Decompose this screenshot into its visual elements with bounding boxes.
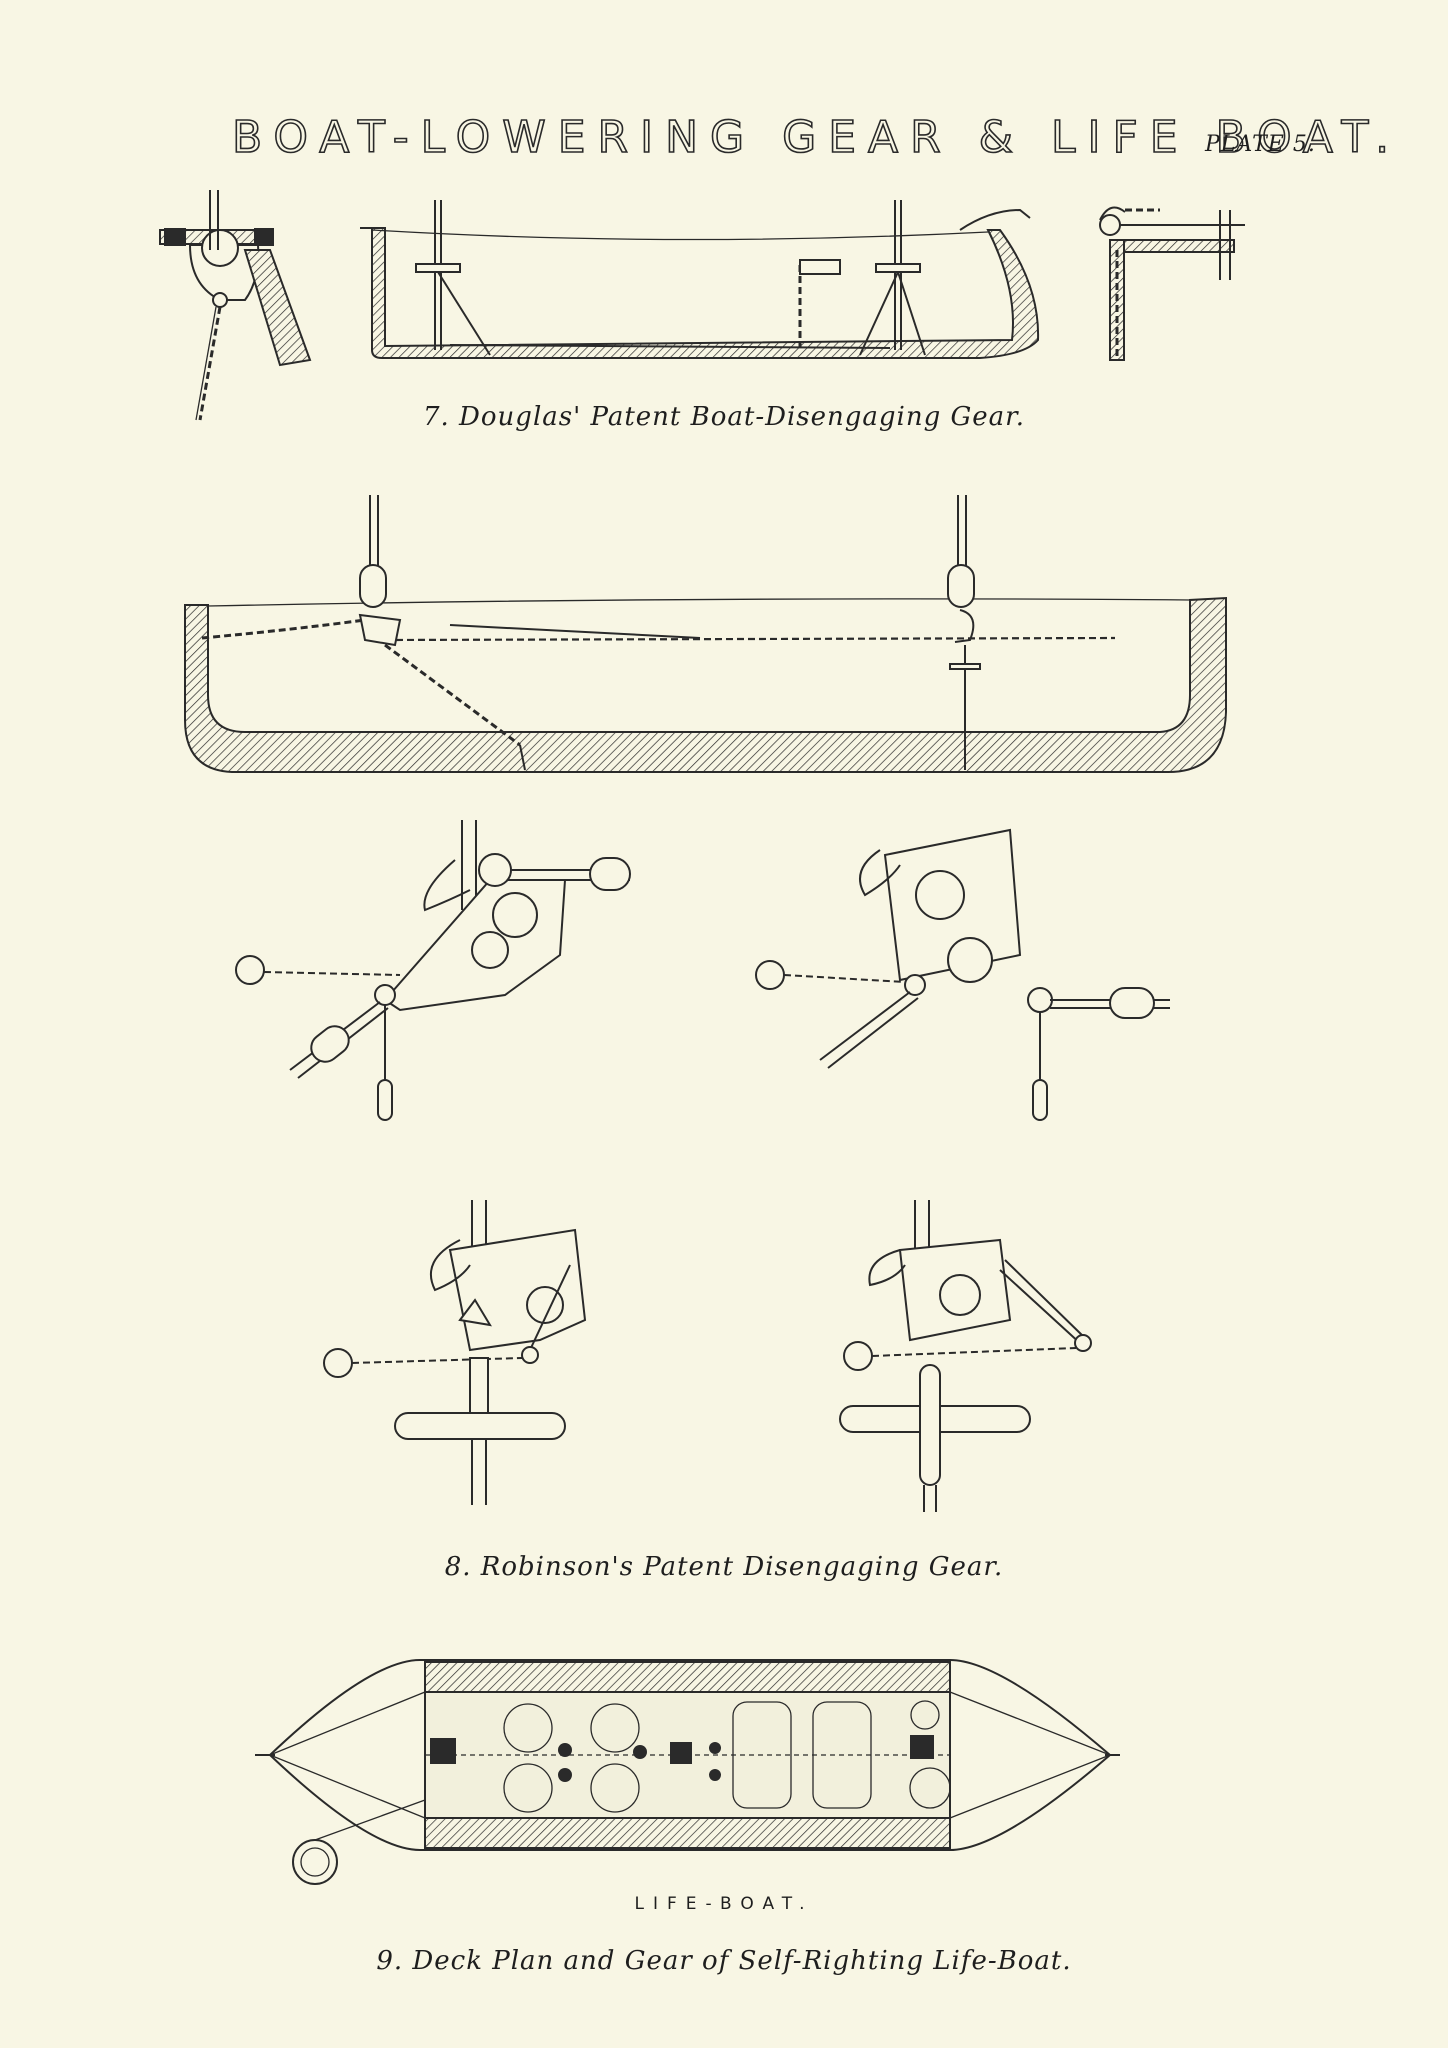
douglas-hook-open [755,828,1170,1121]
douglas-hook-closed [235,820,631,1121]
douglas-boat-section [360,200,1040,359]
figure-7-caption: 7. Douglas' Patent Boat-Disengaging Gear… [422,402,1026,432]
figure-9-lifeboat-deck-plan [255,1659,1120,1885]
douglas-hook-detail-right [1099,206,1245,361]
figure-7-douglas-gear [159,190,1245,421]
plate-header: BOAT-LOWERING GEAR & LIFE BOAT. PLATE 5. [0,111,1448,172]
douglas-hook-detail-left [159,190,312,421]
robinson-gear-closed [323,1200,587,1505]
robinson-gear-open [839,1200,1092,1512]
lifeboat-label: LIFE-BOAT. [634,1894,814,1914]
douglas-boat-elevation [184,495,1227,773]
figure-9-caption: 9. Deck Plan and Gear of Self-Righting L… [376,1946,1072,1976]
plate-number: PLATE 5. [1205,132,1316,157]
plate-title: BOAT-LOWERING GEAR & LIFE BOAT. [231,111,1402,164]
figure-8-caption: 8. Robinson's Patent Disengaging Gear. [444,1552,1004,1582]
